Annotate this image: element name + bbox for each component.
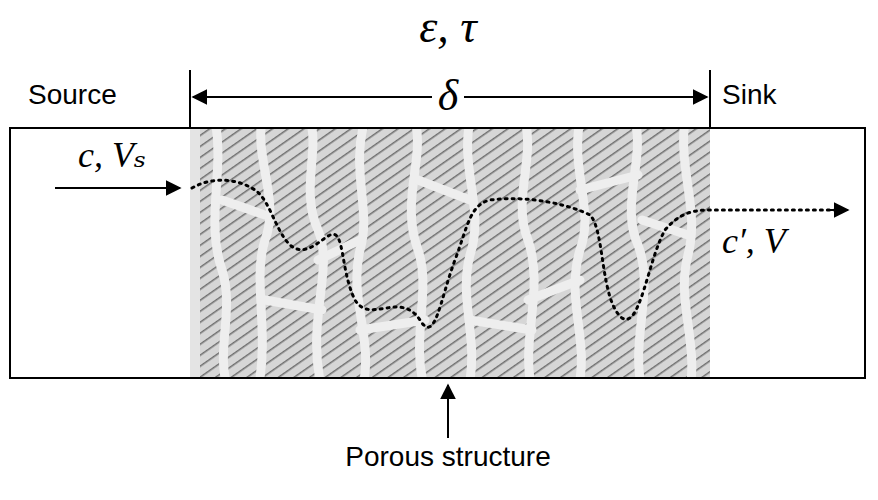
tortuous-path — [192, 180, 838, 327]
outlet-arrow — [830, 209, 848, 211]
porous-structure — [190, 128, 710, 378]
leader-arrow — [447, 385, 449, 438]
inlet-label: c, Vₛ — [78, 136, 146, 176]
thickness-symbol: δ — [432, 72, 464, 120]
property-symbols: ε, τ — [419, 2, 477, 53]
sink-label: Sink — [722, 80, 776, 111]
source-label: Source — [28, 80, 117, 111]
inlet-arrow — [55, 187, 180, 189]
outlet-label: c′, V — [722, 222, 786, 262]
dimension-tick — [709, 70, 711, 128]
structure-label: Porous structure — [345, 442, 550, 473]
dimension-tick — [189, 70, 191, 128]
channel-outline — [10, 128, 865, 378]
